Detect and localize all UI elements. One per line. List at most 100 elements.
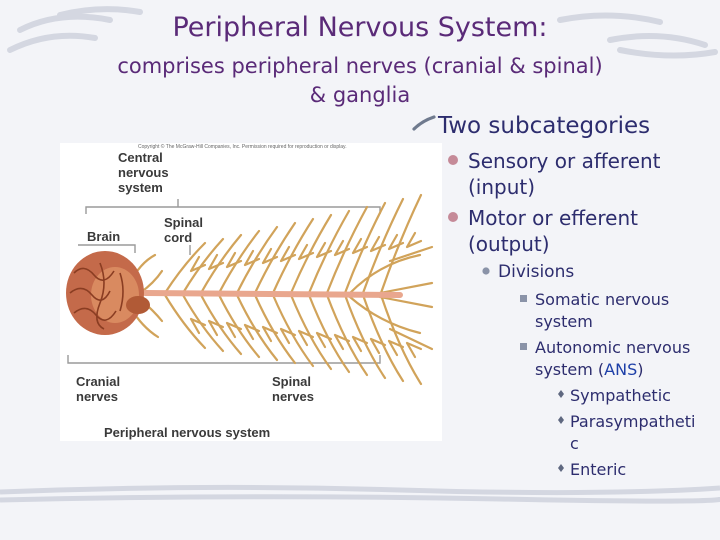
nerve-branch [243,249,261,267]
nerve-branch [405,231,423,249]
outline-item-sensory: Sensory or afferent (input) [446,148,661,200]
cns-line-2: nervous [118,165,169,180]
spinal-nerves-line-1: Spinal [272,374,312,389]
nerve-branch [297,243,315,261]
nerve-branch [361,197,405,295]
diamond-bullet-icon [558,464,564,472]
cranial-line-1: Cranial [76,374,121,389]
cns-line-1: Central [118,150,163,165]
nerve-branch [315,241,333,259]
nerve-branch [388,327,434,351]
cns-line-3: system [118,180,163,195]
cranial-line-2: nerves [76,389,118,404]
subtitle-line-2: & ganglia [309,83,411,107]
nerve-branch [379,293,423,386]
nerve-branch [181,237,225,295]
nerve-branch [253,221,297,295]
spinal-cord-line-2: cord [164,230,193,245]
nerve-branch [189,317,207,335]
nerve-branch [369,235,387,253]
sensory-line-1: Sensory or afferent [468,149,661,173]
ans-parasympathetic: Parasympatheti c [556,411,695,455]
label-spinal-nerves: Spinal nerves [272,374,314,404]
nerve-branch [235,293,279,362]
cns-bracket [85,206,381,214]
outline-divisions: Divisions [480,262,574,282]
subtitle-line-1: comprises peripheral nerves (cranial & s… [117,54,603,78]
divisions-label: Divisions [498,262,575,282]
parasympathetic-line-2: c [570,434,579,453]
ans-abbreviation: ANS [604,360,638,379]
nerve-branch [199,293,243,356]
nerve-branch [163,293,207,350]
sensory-line-2: (input) [468,175,536,199]
nerve-branch [325,293,369,377]
nerve-branch [289,213,333,295]
nerve-branch [343,201,387,295]
nerve-branch [199,233,243,295]
brain-shape [66,251,150,335]
round-bullet-icon [482,267,490,275]
nerve-branch [189,255,207,273]
outline-heading-row: Two subcategories [412,113,650,139]
nerve-branch [351,237,369,255]
nervous-system-illustration [66,193,434,386]
ans-enteric: Enteric [556,459,626,481]
label-brain: Brain [87,229,121,244]
enteric-label: Enteric [570,460,627,479]
division-autonomic: Autonomic nervous system (ANS) [518,337,690,381]
label-spinal-cord: Spinal cord [164,215,203,245]
figure-copyright: Copyright © The McGraw-Hill Companies, I… [138,144,347,150]
nerve-branch [225,251,243,269]
nerve-branch [253,293,297,365]
square-bullet-icon [520,295,527,302]
nerve-branch [289,293,333,371]
nerve-branch [279,245,297,263]
spinal-cord-line-1: Spinal [164,215,204,230]
nerve-branch [235,225,279,295]
pns-bracket [67,355,381,364]
somatic-line-2: system [535,312,593,331]
label-cns: Central nervous system [118,150,169,195]
parasympathetic-line-1: Parasympatheti [570,412,696,431]
nerve-branch [378,281,434,295]
autonomic-line-1: Autonomic nervous [535,338,691,357]
sympathetic-label: Sympathetic [570,386,671,405]
nerve-branch [388,245,434,263]
somatic-line-1: Somatic nervous [535,290,670,309]
autonomic-suffix: ) [637,360,644,379]
spinal-cord [142,290,403,298]
nerve-branch [307,209,351,295]
autonomic-line-2: system (ANS) [535,359,690,381]
slide-title: Peripheral Nervous System: [172,12,548,43]
label-pns: Peripheral nervous system [104,425,271,440]
autonomic-prefix: system ( [535,360,605,379]
motor-line-2: (output) [468,232,550,256]
nerve-branch [361,293,405,383]
nerve-branch [333,239,351,257]
nerve-branch [405,341,423,359]
nerve-branch [343,293,387,380]
slide-subtitle: comprises peripheral nerves (cranial & s… [0,52,720,110]
round-bullet-icon [448,212,458,222]
label-cranial-nerves: Cranial nerves [76,374,120,404]
motor-line-1: Motor or efferent [468,206,638,230]
nerve-branch [378,295,434,309]
spinal-nerves-line-2: nerves [272,389,314,404]
nerve-branch [271,293,315,368]
nerve-branch [348,253,422,295]
diamond-bullet-icon [558,390,564,398]
nerve-branch [307,293,351,374]
nerve-branch [271,217,315,295]
nerve-branch [379,193,423,295]
nerve-branch [261,247,279,265]
nerve-branch [181,293,225,353]
nerve-branch [325,205,369,295]
outline-heading: Two subcategories [438,113,651,139]
nerve-branch [207,253,225,271]
outline-item-motor: Motor or efferent (output) [446,205,638,257]
brush-bullet-icon [412,115,436,131]
nerve-branches [128,193,434,386]
square-bullet-icon [520,343,527,350]
